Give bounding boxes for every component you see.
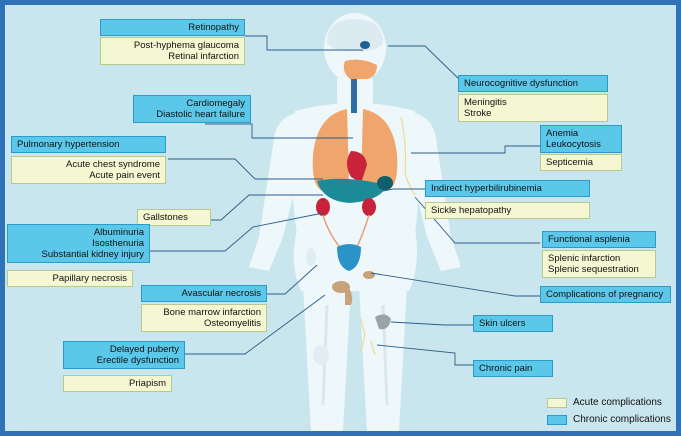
meningitis-label: Meningitis (464, 97, 602, 108)
bone-marrow-infarction-label: Bone marrow infarction (147, 307, 261, 318)
puberty-chronic-box: Delayed puberty Erectile dysfunction (63, 341, 185, 369)
retinopathy-box: Retinopathy (100, 19, 245, 36)
splenic-infarction-label: Splenic infarction (548, 253, 650, 264)
avascular-necrosis-label: Avascular necrosis (147, 288, 261, 299)
gallstones-label: Gallstones (143, 212, 205, 223)
albuminuria-label: Albuminuria (13, 227, 144, 238)
knee-joint (313, 345, 329, 365)
neuro-acute-box: Meningitis Stroke (458, 94, 608, 122)
anemia-label: Anemia (546, 128, 616, 139)
cardiomegaly-label: Cardiomegaly (139, 98, 245, 109)
leukocytosis-label: Leukocytosis (546, 139, 616, 150)
spleen (377, 176, 393, 190)
isosthenuria-label: Isosthenuria (13, 238, 144, 249)
neuro-chronic-box: Neurocognitive dysfunction (458, 75, 608, 92)
legend-acute-label: Acute complications (573, 397, 662, 408)
diastolic-heart-failure-label: Diastolic heart failure (139, 109, 245, 120)
priapism-box: Priapism (63, 375, 172, 392)
complications-of-pregnancy-label: Complications of pregnancy (546, 289, 665, 300)
erectile-dysfunction-label: Erectile dysfunction (69, 355, 179, 366)
sickle-hepatopathy-label: Sickle hepatopathy (431, 205, 584, 216)
priapism-label: Priapism (69, 378, 166, 389)
eye (360, 41, 370, 49)
skin-ulcers-label: Skin ulcers (479, 318, 547, 329)
kidney-acute-box: Papillary necrosis (7, 270, 133, 287)
blood-acute-box: Septicemia (540, 154, 622, 171)
liver-chronic-box: Indirect hyperbilirubinemia (425, 180, 590, 197)
delayed-puberty-label: Delayed puberty (69, 344, 179, 355)
kidney-chronic-box: Albuminuria Isosthenuria Substantial kid… (7, 224, 150, 263)
eye-acute-box: Post-hyphema glaucoma Retinal infarction (100, 37, 245, 65)
chronic-pain-box: Chronic pain (473, 360, 553, 377)
pulmonary-acute-box: Acute chest syndrome Acute pain event (11, 156, 166, 184)
spleen-chronic-box: Functional asplenia (542, 231, 656, 248)
neurocognitive-dysfunction-label: Neurocognitive dysfunction (464, 78, 602, 89)
septicemia-label: Septicemia (546, 157, 616, 168)
legend-chronic-label: Chronic complications (573, 414, 671, 425)
post-hyphema-glaucoma-label: Post-hyphema glaucoma (106, 40, 239, 51)
papillary-necrosis-label: Papillary necrosis (13, 273, 127, 284)
functional-asplenia-label: Functional asplenia (548, 234, 650, 245)
chronic-pain-label: Chronic pain (479, 363, 547, 374)
right-kidney (362, 198, 376, 216)
osteomyelitis-label: Osteomyelitis (147, 318, 261, 329)
acute-chest-syndrome-label: Acute chest syndrome (17, 159, 160, 170)
indirect-hyperbilirubinemia-label: Indirect hyperbilirubinemia (431, 183, 584, 194)
legend-acute-swatch (547, 398, 567, 408)
retinal-infarction-label: Retinal infarction (106, 51, 239, 62)
avn-acute-box: Bone marrow infarction Osteomyelitis (141, 304, 267, 332)
skin-ulcers-box: Skin ulcers (473, 315, 553, 332)
pulmonary-chronic-box: Pulmonary hypertension (11, 136, 166, 153)
splenic-sequestration-label: Splenic sequestration (548, 264, 650, 275)
trachea (351, 79, 357, 113)
heart-box: Cardiomegaly Diastolic heart failure (133, 95, 251, 123)
avn-chronic-box: Avascular necrosis (141, 285, 267, 302)
legend-chronic-swatch (547, 415, 567, 425)
spleen-acute-box: Splenic infarction Splenic sequestration (542, 250, 656, 278)
blood-chronic-box: Anemia Leukocytosis (540, 125, 622, 153)
liver-acute-box: Sickle hepatopathy (425, 202, 590, 219)
stroke-label: Stroke (464, 108, 602, 119)
diagram-panel: Retinopathy Post-hyphema glaucoma Retina… (5, 5, 676, 431)
hip-joint (306, 248, 316, 266)
acute-pain-event-label: Acute pain event (17, 170, 160, 181)
retinopathy-label: Retinopathy (106, 22, 239, 33)
pulmonary-hypertension-label: Pulmonary hypertension (17, 139, 160, 150)
substantial-kidney-injury-label: Substantial kidney injury (13, 249, 144, 260)
pregnancy-box: Complications of pregnancy (540, 286, 671, 303)
